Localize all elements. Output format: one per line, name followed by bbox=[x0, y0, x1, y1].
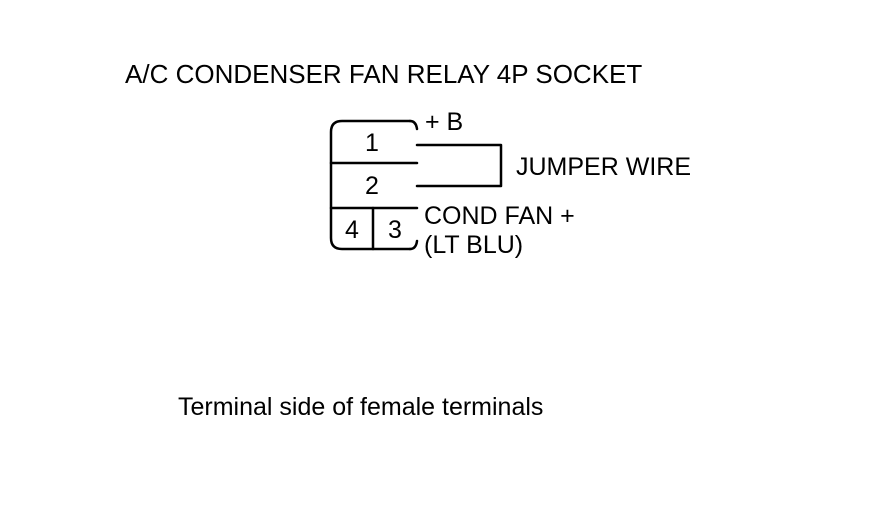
wire-color-label: (LT BLU) bbox=[424, 231, 523, 259]
terminal-1-number: 1 bbox=[365, 129, 379, 157]
terminal-4-number: 4 bbox=[345, 216, 359, 244]
terminal-3-number: 3 bbox=[388, 216, 402, 244]
connector-body bbox=[329, 119, 412, 251]
jumper-wire-label: JUMPER WIRE bbox=[516, 153, 691, 181]
connector-bottom-bracket bbox=[408, 239, 419, 251]
diagram-title: A/C CONDENSER FAN RELAY 4P SOCKET bbox=[125, 59, 642, 89]
cond-fan-plus-label: COND FAN + bbox=[424, 202, 575, 230]
terminal-2-number: 2 bbox=[365, 172, 379, 200]
jumper-wire bbox=[415, 143, 503, 188]
view-caption: Terminal side of female terminals bbox=[178, 393, 543, 421]
connector-top-bracket bbox=[408, 119, 419, 131]
plus-b-label: + B bbox=[425, 108, 463, 136]
